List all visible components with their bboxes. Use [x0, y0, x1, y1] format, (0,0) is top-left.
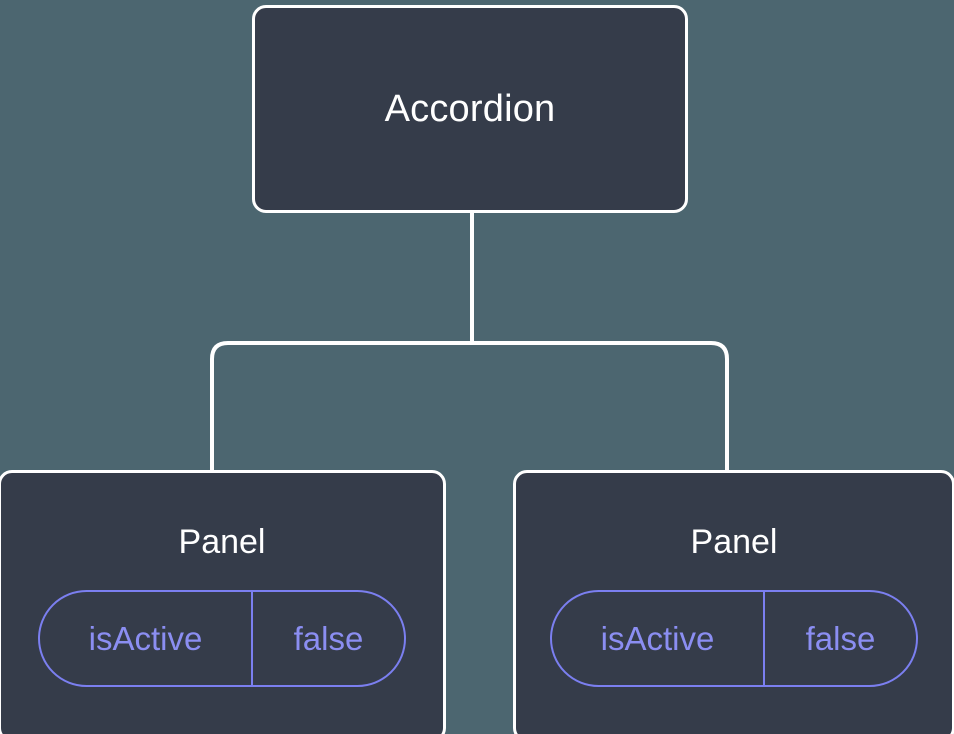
node-panel-1-prop-key: isActive: [552, 592, 765, 685]
node-panel-1-label: Panel: [690, 523, 778, 561]
node-panel-0-prop-value: false: [293, 620, 364, 657]
node-accordion-label: Accordion: [384, 88, 556, 130]
node-panel-1-prop-value: false: [805, 620, 876, 657]
node-panel-1-prop-isactive[interactable]: isActive false: [550, 590, 918, 687]
node-panel-0-label: Panel: [178, 523, 266, 561]
node-panel-0-prop-key: isActive: [40, 592, 253, 685]
edge-child-bus: [210, 341, 729, 472]
node-panel-0[interactable]: Panel isActive false: [0, 470, 446, 734]
node-panel-0-prop-isactive[interactable]: isActive false: [38, 590, 406, 687]
node-accordion[interactable]: Accordion: [252, 5, 688, 213]
node-panel-1[interactable]: Panel isActive false: [513, 470, 954, 734]
